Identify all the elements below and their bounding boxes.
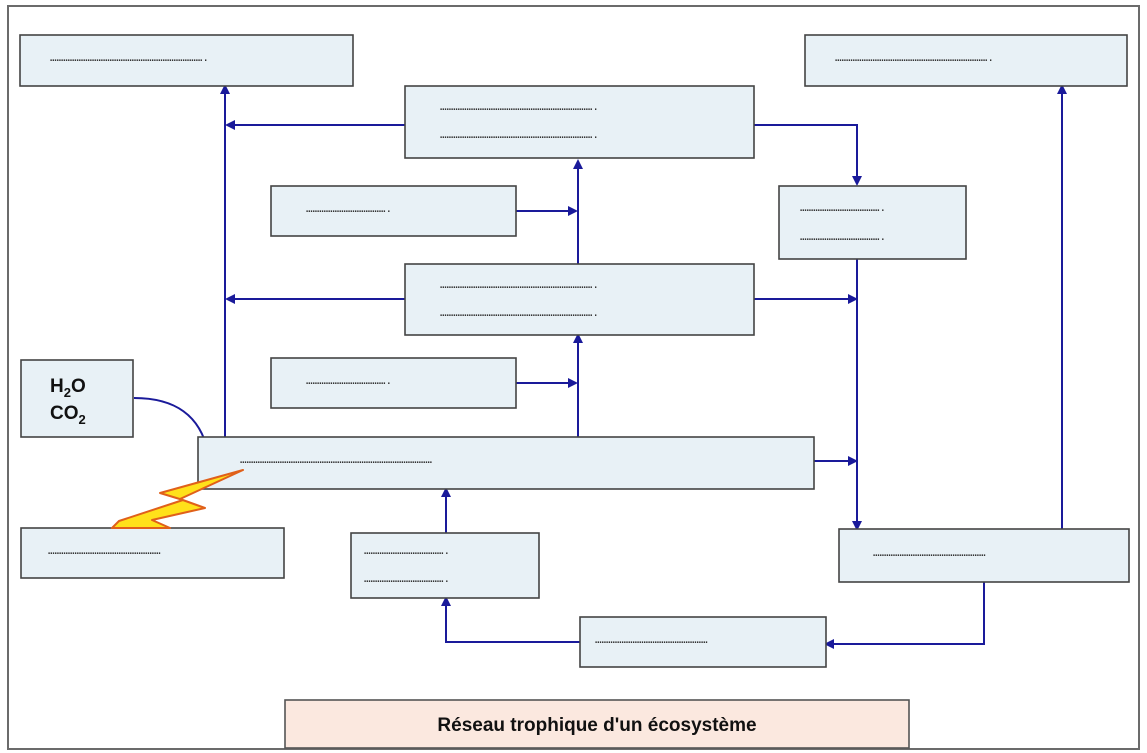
arrow-decomposers-to-bottomcenter bbox=[824, 582, 985, 649]
box-top-left: ……………………………………………………………. bbox=[19, 34, 354, 87]
placeholder-text-line2: ………………………………. bbox=[364, 572, 450, 585]
placeholder-text-line1: ……………………………………………………………. bbox=[440, 100, 599, 113]
placeholder-text-line1: ………………………………. bbox=[800, 201, 886, 214]
co2-label: CO2 bbox=[50, 403, 86, 427]
diagram-title-box: Réseau trophique d'un écosystème bbox=[284, 699, 910, 749]
box-bottom-center: …………………………………………… bbox=[579, 616, 827, 668]
lightning-bolt-icon bbox=[111, 469, 244, 529]
box-producers: …………………………………………………………………………… bbox=[197, 436, 815, 490]
placeholder-text-line1: ………………………………. bbox=[364, 544, 450, 557]
box-right: ………………………………. ………………………………. bbox=[778, 185, 967, 260]
placeholder-text: ………………………………. bbox=[306, 202, 392, 215]
box-bottom-left: …………………………………………… bbox=[20, 527, 285, 579]
placeholder-text-line2: ………………………………. bbox=[800, 230, 886, 243]
placeholder-text: …………………………………………………………………………… bbox=[240, 453, 432, 466]
placeholder-text-line2: ……………………………………………………………. bbox=[440, 306, 599, 319]
arrow-bottomcenter-to-lowermid bbox=[441, 596, 580, 643]
placeholder-text: ………………………………. bbox=[306, 374, 392, 387]
placeholder-text: …………………………………………… bbox=[595, 633, 708, 646]
box-side-1: ………………………………. bbox=[270, 185, 517, 237]
box-side-2: ………………………………. bbox=[270, 357, 517, 409]
box-top-right: ……………………………………………………………. bbox=[804, 34, 1128, 87]
placeholder-text-line1: ……………………………………………………………. bbox=[440, 278, 599, 291]
diagram-title: Réseau trophique d'un écosystème bbox=[437, 715, 756, 736]
placeholder-text-line2: ……………………………………………………………. bbox=[440, 128, 599, 141]
box-middle-center: ……………………………………………………………. ………………………………………… bbox=[404, 263, 755, 336]
arrows bbox=[133, 84, 1067, 649]
box-bottom-right: …………………………………………… bbox=[838, 528, 1130, 583]
placeholder-text: …………………………………………… bbox=[873, 546, 986, 559]
placeholder-text: ……………………………………………………………. bbox=[835, 51, 994, 64]
box-h2o-co2: H2O CO2 bbox=[20, 359, 134, 438]
arrow-top-to-rightbox bbox=[754, 124, 862, 186]
h2o-label: H2O bbox=[50, 376, 86, 400]
box-top-center: ……………………………………………………………. ………………………………………… bbox=[404, 85, 755, 159]
box-lower-middle: ………………………………. ………………………………. bbox=[350, 532, 540, 599]
placeholder-text: …………………………………………… bbox=[48, 544, 161, 557]
placeholder-text: ……………………………………………………………. bbox=[50, 51, 209, 64]
